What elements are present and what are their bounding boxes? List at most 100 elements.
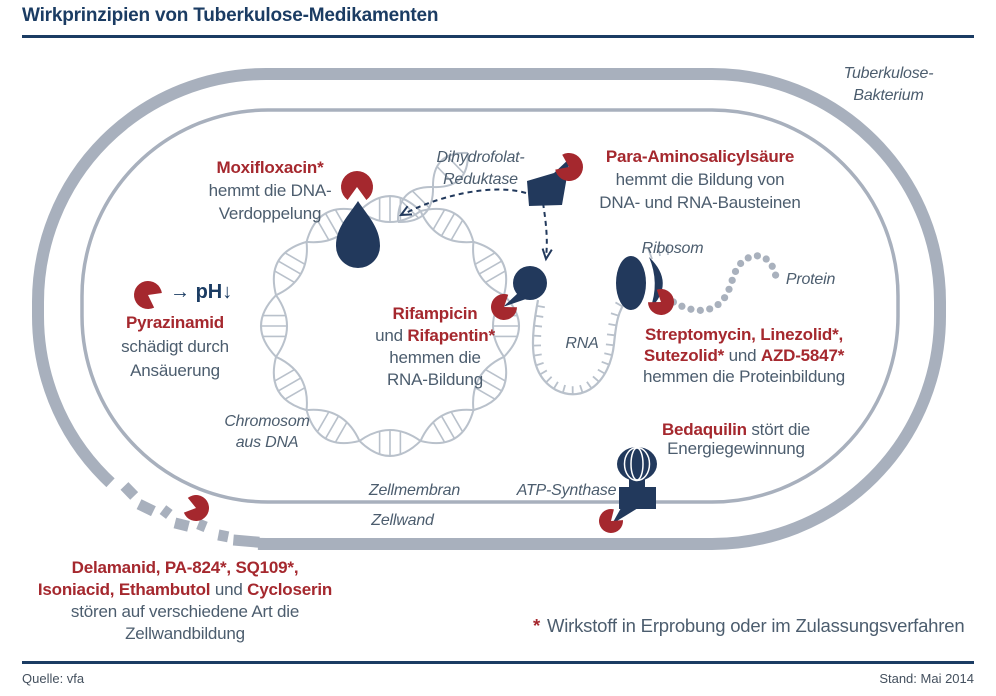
- dna-helix-segment: [396, 185, 435, 224]
- dna-rung: [450, 411, 464, 433]
- drug-molecule-icon: [555, 152, 584, 181]
- rna-tick: [657, 244, 661, 257]
- dna-rung: [478, 377, 503, 392]
- annotation-para-aminosalicylsaeure: Para-Aminosalicylsäure hemmt die Bildung…: [555, 145, 845, 214]
- drug-name: Rifampicin: [392, 304, 478, 323]
- drug-name: Delamanid, PA-824*, SQ109*,: [71, 558, 299, 577]
- rna-tick: [535, 362, 544, 367]
- rna-tick: [605, 343, 614, 347]
- protein-bead: [744, 254, 752, 262]
- cell-wall-fragment: [232, 534, 260, 548]
- protein-bead: [771, 271, 780, 279]
- rna-polymerase-icon: [513, 266, 547, 300]
- arrow-right-icon: →: [170, 281, 190, 303]
- rna-tick: [610, 312, 619, 317]
- drug-description: hemmt die DNA-: [208, 181, 332, 200]
- protein-bead: [737, 259, 745, 268]
- dna-rung: [316, 219, 330, 241]
- dna-rung: [432, 209, 446, 231]
- dashed-arrow-to-rna-polymerase: [542, 202, 548, 258]
- dna-rung: [478, 260, 503, 275]
- rna-tick: [615, 301, 623, 308]
- dna-helix-segment: [431, 151, 470, 189]
- label-chromosom: Chromosom aus DNA: [224, 413, 310, 451]
- atp-synthase-tail: [612, 508, 638, 524]
- drug-description: Zellwandbildung: [125, 624, 245, 643]
- ribosome-icon: [649, 257, 663, 309]
- protein-bead: [706, 305, 714, 313]
- dna-rung: [436, 166, 455, 185]
- arrowhead-icon: [541, 248, 553, 262]
- dna-rung: [474, 386, 496, 400]
- dna-rung: [485, 368, 506, 382]
- drug-name: Rifapentin*: [407, 326, 495, 345]
- dna-rung: [440, 213, 456, 237]
- rna-tick: [608, 323, 617, 327]
- drug-molecule-icon: [648, 288, 675, 316]
- title-rule: [22, 35, 974, 38]
- label-zellwand: Zellwand: [371, 512, 434, 529]
- protein-bead: [720, 294, 729, 302]
- drug-description: DNA- und RNA-Bausteinen: [599, 193, 801, 212]
- asterisk-icon: *: [533, 615, 540, 636]
- page-title: Wirkprinzipien von Tuberkulose-Medikamen…: [22, 5, 439, 26]
- label-atp-synthase: ATP-Synthase: [516, 482, 617, 499]
- dashed-arrow-to-dna: [403, 188, 527, 215]
- annotation-streptomycin-group: Streptomycin, Linezolid*, Sutezolid* und…: [610, 324, 878, 387]
- rna-tick: [539, 369, 548, 376]
- dna-rung: [324, 213, 340, 237]
- annotation-pyrazinamid: Pyrazinamid schädigt durch Ansäuerung: [75, 311, 275, 383]
- protein-bead: [696, 306, 704, 314]
- footer-rule: [22, 661, 974, 664]
- source-label: Quelle: vfa: [22, 671, 85, 686]
- footnote: *Wirkstoff in Erprobung oder im Zulassun…: [533, 615, 965, 636]
- dna-polymerase-icon: [336, 201, 380, 268]
- ph-indicator: → pH↓: [170, 281, 232, 304]
- dna-rung: [450, 219, 464, 241]
- dna-rung: [474, 252, 496, 266]
- drug-molecule-icon: [599, 509, 623, 533]
- rna-tick: [604, 352, 613, 356]
- date-label: Stand: Mai 2014: [879, 671, 974, 686]
- rna-tick: [533, 353, 542, 357]
- rna-tick: [533, 324, 543, 328]
- dna-rung: [324, 415, 340, 439]
- rna-strand: [531, 299, 628, 396]
- drug-molecule-icon: [134, 281, 162, 309]
- drug-description: hemmt die Bildung von: [615, 170, 785, 189]
- annotation-bedaquilin: Bedaquilin stört die Energiegewinnung: [612, 420, 860, 458]
- drug-name: Cycloserin: [247, 580, 333, 599]
- rna-tick: [597, 368, 606, 375]
- drug-description: Verdoppelung: [218, 204, 322, 223]
- label-protein: Protein: [785, 271, 836, 288]
- drug-description: Energiegewinnung: [667, 439, 805, 458]
- annotation-zellwand-drugs: Delamanid, PA-824*, SQ109*, Isoniacid, E…: [25, 557, 345, 645]
- dna-rung: [316, 411, 330, 433]
- drug-molecule-icon: [491, 294, 517, 321]
- dna-rung: [334, 421, 348, 443]
- protein-bead: [753, 252, 762, 260]
- dna-rung: [440, 415, 456, 439]
- cell-wall-fragment: [196, 518, 208, 533]
- atp-synthase-neck: [629, 478, 645, 488]
- dna-rung: [277, 260, 302, 275]
- rna-tick: [601, 360, 610, 366]
- drug-name: Isoniacid, Ethambutol: [37, 580, 211, 599]
- rna-polymerase-tail: [503, 293, 526, 307]
- label-rna: RNA: [565, 335, 599, 352]
- protein-bead: [678, 302, 686, 310]
- ph-value: pH↓: [195, 281, 233, 303]
- label-zellmembran: Zellmembran: [368, 482, 461, 499]
- drug-description: RNA-Bildung: [386, 370, 484, 389]
- rna-tick: [552, 381, 559, 390]
- dna-rung: [446, 155, 465, 174]
- rna-tick: [586, 381, 593, 389]
- drug-name: Streptomycin, Linezolid*,: [644, 325, 844, 344]
- protein-bead: [731, 267, 740, 276]
- dna-rung: [284, 386, 306, 400]
- cell-wall-fragment: [136, 499, 156, 517]
- drug-description: hemmen die Proteinbildung: [643, 367, 845, 386]
- drug-name: Bedaquilin: [661, 420, 747, 439]
- protein-bead: [725, 285, 733, 293]
